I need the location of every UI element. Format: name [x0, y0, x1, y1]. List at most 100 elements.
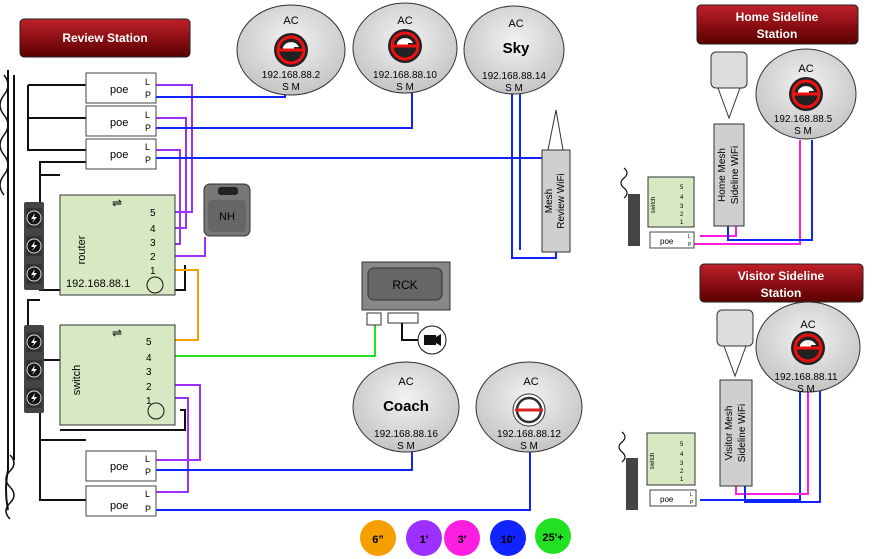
svg-text:5: 5 — [146, 337, 152, 348]
svg-text:P: P — [690, 500, 694, 506]
svg-text:poe: poe — [110, 84, 128, 96]
svg-text:S M: S M — [794, 126, 812, 137]
svg-text:poe: poe — [110, 117, 128, 129]
svg-text:NH: NH — [219, 211, 235, 223]
svg-text:3: 3 — [680, 204, 684, 210]
svg-text:L: L — [145, 489, 150, 499]
svg-text:192.168.88.16: 192.168.88.16 — [374, 429, 438, 440]
svg-text:P: P — [145, 155, 151, 165]
svg-text:4: 4 — [680, 452, 684, 458]
svg-text:3: 3 — [146, 367, 152, 378]
svg-text:3: 3 — [680, 461, 684, 467]
svg-text:AC: AC — [397, 15, 412, 27]
svg-text:10': 10' — [501, 534, 516, 546]
svg-text:Sideline WiFi: Sideline WiFi — [737, 404, 748, 462]
ac-192-168-88-5: AC 192.168.88.5 S M — [755, 48, 857, 140]
svg-text:Mesh: Mesh — [544, 189, 555, 213]
svg-text:AC: AC — [508, 18, 523, 30]
visitor-sideline-station-title: Visitor Sideline Station — [699, 263, 864, 303]
svg-text:5: 5 — [680, 442, 684, 448]
svg-text:192.168.88.5: 192.168.88.5 — [774, 114, 833, 125]
cable-length-legend: 6” 1' 3' 10' 25'+ — [360, 518, 571, 556]
svg-text:192.168.88.2: 192.168.88.2 — [262, 70, 321, 81]
svg-text:poe: poe — [660, 495, 674, 504]
svg-text:192.168.88.14: 192.168.88.14 — [482, 71, 546, 82]
svg-text:Home Sideline: Home Sideline — [736, 10, 819, 24]
svg-text:AC: AC — [398, 376, 413, 388]
svg-text:192.168.88.11: 192.168.88.11 — [774, 372, 838, 383]
svg-text:AC: AC — [798, 63, 813, 75]
mesh-review-wifi: Mesh Review WiFi — [541, 109, 571, 253]
svg-text:5: 5 — [680, 185, 684, 191]
home-sideline-station-title: Home Sideline Station — [696, 4, 859, 45]
svg-text:P: P — [145, 504, 151, 514]
ac-192-168-88-10: AC 192.168.88.10 S M — [352, 2, 458, 94]
rck-device: RCK — [361, 261, 451, 355]
ac-192-168-88-12: AC 192.168.88.12 S M — [475, 361, 583, 453]
svg-text:L: L — [145, 77, 150, 87]
poe-injector: poe LP — [85, 138, 157, 170]
cables — [0, 70, 821, 520]
svg-text:Sideline WiFi: Sideline WiFi — [730, 146, 741, 204]
legend-10ft: 10' — [490, 520, 526, 556]
legend-1ft: 1' — [406, 520, 442, 556]
svg-text:S M: S M — [396, 82, 414, 93]
power-strip-top — [24, 202, 44, 290]
visitor-mesh-sideline-wifi: Visitor Mesh Sideline WiFi — [719, 379, 753, 487]
svg-text:poe: poe — [110, 461, 128, 473]
svg-text:S M: S M — [520, 441, 538, 452]
svg-text:AC: AC — [283, 15, 298, 27]
poe-injector: poe LP — [85, 485, 157, 517]
svg-text:4: 4 — [146, 353, 152, 364]
svg-text:1: 1 — [680, 220, 684, 226]
svg-text:1: 1 — [150, 266, 156, 277]
svg-text:Coach: Coach — [383, 398, 429, 415]
visitor-switch: switch 5 4 3 2 1 poe LP — [618, 431, 697, 510]
svg-text:S M: S M — [505, 83, 523, 94]
home-switch: switch 5 4 3 2 1 poe LP — [620, 167, 695, 249]
legend-6in: 6” — [360, 520, 396, 556]
svg-text:poe: poe — [110, 149, 128, 161]
ac-192-168-88-2: AC 192.168.88.2 S M — [236, 4, 346, 96]
svg-text:AC: AC — [800, 319, 815, 331]
svg-text:4: 4 — [680, 195, 684, 201]
camera-icon — [424, 335, 436, 345]
legend-25ft: 25'+ — [535, 518, 571, 554]
svg-text:1: 1 — [680, 477, 684, 483]
svg-text:Station: Station — [761, 286, 802, 300]
poe-injector: poe LP — [85, 450, 157, 482]
router: router 192.168.88.1 ⇌ 5 4 3 2 1 — [59, 194, 176, 296]
svg-text:Visitor Sideline: Visitor Sideline — [738, 269, 825, 283]
svg-text:2: 2 — [680, 212, 684, 218]
svg-text:S M: S M — [797, 384, 815, 395]
switch: switch ⇌ 5 4 3 2 1 — [59, 324, 176, 426]
svg-text:L: L — [688, 234, 691, 240]
svg-text:5: 5 — [150, 208, 156, 219]
svg-text:switch: switch — [651, 197, 657, 214]
legend-3ft: 3' — [444, 520, 480, 556]
svg-text:25'+: 25'+ — [542, 532, 563, 544]
svg-text:S M: S M — [282, 82, 300, 93]
svg-text:switch: switch — [650, 453, 656, 470]
usb-icon: ⇌ — [112, 326, 122, 340]
ac-192-168-88-14-sky: AC Sky 192.168.88.14 S M — [463, 5, 565, 95]
svg-text:192.168.88.10: 192.168.88.10 — [373, 70, 437, 81]
svg-text:P: P — [688, 242, 692, 248]
visitor-device-box — [716, 309, 754, 378]
svg-text:2: 2 — [150, 252, 156, 263]
nh-device: NH — [203, 183, 251, 237]
svg-text:2: 2 — [146, 382, 152, 393]
svg-text:router: router — [76, 235, 88, 264]
svg-text:switch: switch — [71, 365, 83, 396]
svg-text:2: 2 — [680, 469, 684, 475]
svg-text:4: 4 — [150, 224, 156, 235]
svg-text:1: 1 — [146, 396, 152, 407]
svg-text:Sky: Sky — [503, 40, 530, 57]
ac-192-168-88-16-coach: AC Coach 192.168.88.16 S M — [352, 361, 460, 453]
home-device-box — [710, 51, 748, 120]
usb-icon: ⇌ — [112, 196, 122, 210]
svg-text:3': 3' — [458, 534, 467, 546]
ac-192-168-88-11: AC 192.168.88.11 S M — [755, 301, 861, 395]
poe-injector: poe LP — [85, 72, 157, 104]
svg-text:1': 1' — [420, 534, 429, 546]
